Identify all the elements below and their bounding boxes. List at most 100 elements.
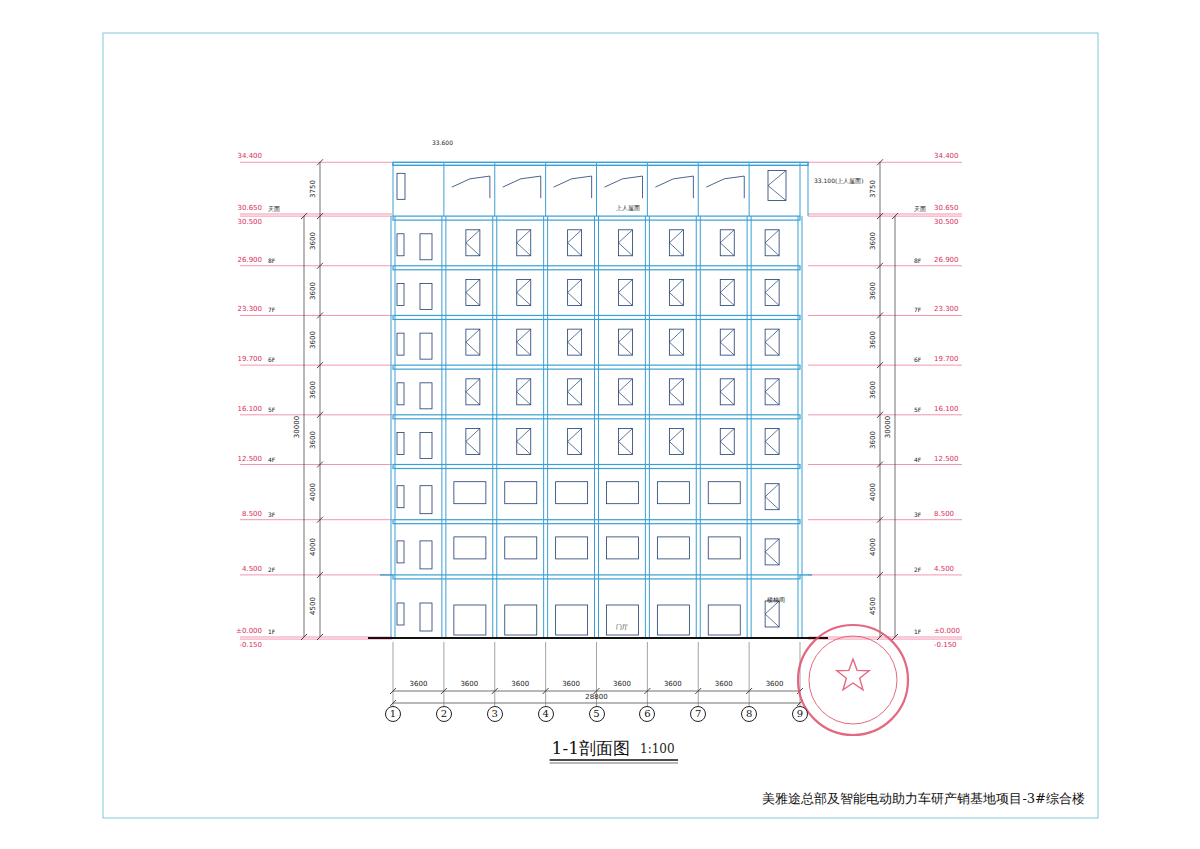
window-symbol xyxy=(397,603,404,625)
door-symbol xyxy=(420,486,432,514)
axis-number: 4 xyxy=(542,709,548,719)
elevation-mark: 12.500 xyxy=(934,456,959,463)
dimension-text: 4000 xyxy=(310,538,317,556)
window-swing xyxy=(720,230,734,256)
dimension-line xyxy=(880,162,881,637)
dimension-tick xyxy=(301,634,307,640)
dimension-text: 4000 xyxy=(870,538,877,556)
window-symbol xyxy=(505,605,537,635)
floor-slab xyxy=(393,315,800,319)
elevation-mark: 19.700 xyxy=(934,356,959,363)
roof-slope xyxy=(591,176,592,198)
window-symbol xyxy=(669,230,683,256)
door-symbol xyxy=(420,333,432,359)
window-symbol xyxy=(556,605,588,635)
column-line xyxy=(395,216,396,637)
floor-name: 8F xyxy=(914,258,921,264)
window-swing xyxy=(568,230,582,256)
floor-name: 4F xyxy=(268,457,275,463)
elevation-mark: 19.700 xyxy=(238,356,263,363)
room-label: 楼梯间 xyxy=(767,597,785,603)
dimension-text: 3600 xyxy=(310,282,317,300)
column-line xyxy=(547,216,548,637)
parapet-line xyxy=(808,162,809,216)
axis-bubble: 9 xyxy=(792,706,808,722)
project-caption: 美雅途总部及智能电动助力车研产销基地项目-3#综合楼 xyxy=(762,792,1085,805)
axis-bubble: 6 xyxy=(639,706,655,722)
elevation-mark: 12.500 xyxy=(238,456,263,463)
window-symbol xyxy=(517,279,531,305)
window-swing xyxy=(517,379,531,405)
roof-parapet xyxy=(393,162,808,165)
dimension-tick xyxy=(317,213,323,219)
dimension-tick xyxy=(877,362,883,368)
window-symbol xyxy=(517,230,531,256)
window-swing xyxy=(669,379,683,405)
dimension-tick xyxy=(317,517,323,523)
dimension-text: 3600 xyxy=(310,232,317,250)
window-swing xyxy=(466,379,480,405)
window-swing xyxy=(517,429,531,455)
elevation-line xyxy=(240,315,392,316)
elevation-line xyxy=(808,216,962,217)
elevation-mark: 8.500 xyxy=(934,511,954,518)
dimension-text: 3600 xyxy=(613,681,631,688)
dimension-text: 3600 xyxy=(664,681,682,688)
axis-line xyxy=(647,642,648,706)
window-symbol xyxy=(708,605,740,635)
elevation-mark: ±0.000 xyxy=(934,628,960,635)
window-swing xyxy=(669,230,683,256)
window-symbol xyxy=(720,279,734,305)
window-symbol xyxy=(619,429,633,455)
window-symbol xyxy=(720,230,734,256)
window-symbol xyxy=(517,429,531,455)
window-swing xyxy=(765,429,779,455)
dimension-line xyxy=(320,162,321,637)
title-underline xyxy=(550,759,678,760)
window-symbol xyxy=(517,329,531,355)
axis-bubble: 8 xyxy=(741,706,757,722)
window-swing xyxy=(568,279,582,305)
roof-slope xyxy=(693,176,694,198)
dimension-tick xyxy=(877,312,883,318)
column-line xyxy=(391,216,392,637)
window-swing xyxy=(619,279,633,305)
floor-slab xyxy=(393,575,800,579)
column-line xyxy=(747,216,748,637)
axis-number: 7 xyxy=(695,709,701,719)
dimension-tick xyxy=(695,688,701,694)
window-symbol xyxy=(466,429,480,455)
door-symbol xyxy=(420,283,432,309)
dimension-tick xyxy=(317,572,323,578)
elevation-mark: 30.650 xyxy=(934,205,959,212)
window-swing xyxy=(720,329,734,355)
floor-slab xyxy=(393,266,800,270)
dimension-tick xyxy=(877,634,883,640)
dimension-text: 4000 xyxy=(310,483,317,501)
dimension-text: 3600 xyxy=(310,431,317,449)
window-swing xyxy=(619,230,633,256)
elevation-note: 33.100(上人屋面) xyxy=(814,178,864,184)
window-swing xyxy=(568,329,582,355)
floor-slab xyxy=(393,415,800,419)
window-symbol xyxy=(397,333,404,355)
window-swing xyxy=(568,429,582,455)
parapet-line xyxy=(393,162,394,216)
elevation-line xyxy=(808,365,962,366)
dimension-text: 3750 xyxy=(870,180,877,198)
window-symbol xyxy=(708,482,740,504)
dimension-tick xyxy=(644,688,650,694)
elevation-mark: 26.900 xyxy=(934,257,959,264)
window-swing xyxy=(765,539,779,565)
elevation-line xyxy=(808,637,962,638)
window-symbol xyxy=(619,230,633,256)
floor-slab xyxy=(393,216,800,220)
axis-number: 2 xyxy=(441,709,447,719)
elevation-line xyxy=(240,162,392,163)
window-symbol xyxy=(720,429,734,455)
window-swing xyxy=(517,279,531,305)
window-swing xyxy=(765,379,779,405)
building-section xyxy=(368,162,828,638)
